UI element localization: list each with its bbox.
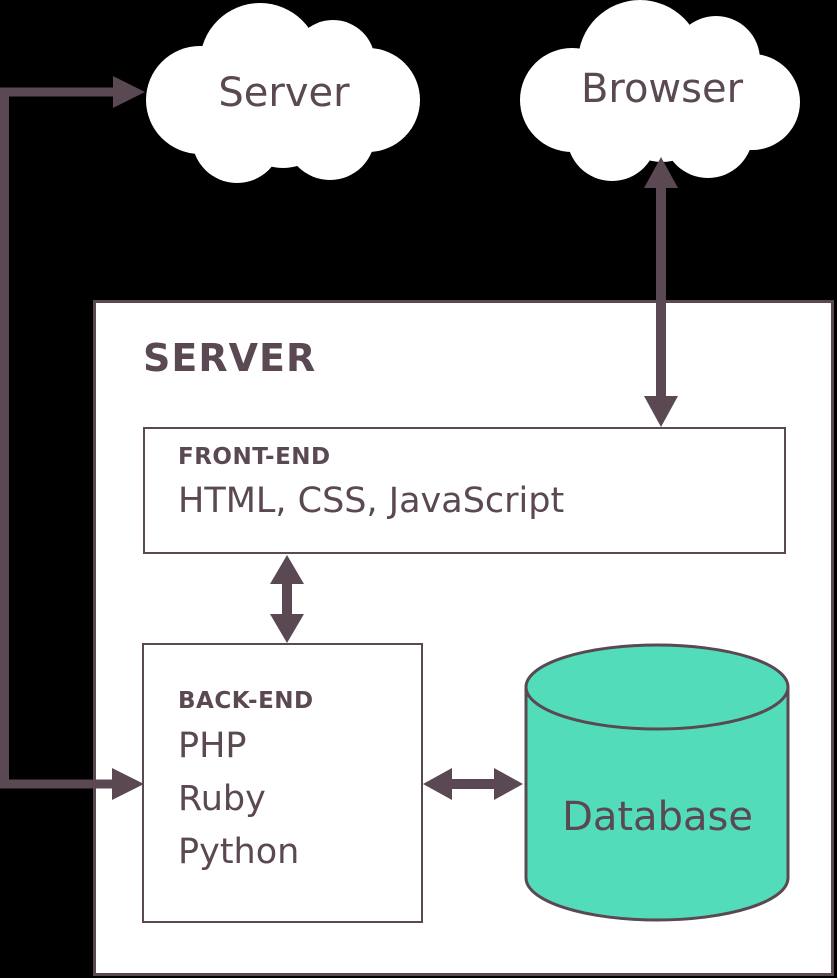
browser-cloud-label: Browser <box>580 66 744 112</box>
arrowhead-up-icon <box>644 157 678 188</box>
back-end-tech-ruby: Ruby <box>178 779 266 819</box>
front-end-title: FRONT-END <box>178 444 331 470</box>
arrowhead-to-server-cloud <box>113 76 145 108</box>
back-end-tech-python: Python <box>178 832 300 872</box>
back-end-box <box>142 643 423 923</box>
server-box-title: SERVER <box>143 336 317 380</box>
server-cloud-label: Server <box>218 70 350 116</box>
back-end-tech-php: PHP <box>178 726 247 766</box>
back-end-technologies: PHP Ruby Python <box>178 720 299 879</box>
front-end-box <box>143 427 786 554</box>
database-label: Database <box>562 794 753 840</box>
back-end-title: BACK-END <box>178 688 314 714</box>
front-end-technologies: HTML, CSS, JavaScript <box>178 481 565 521</box>
